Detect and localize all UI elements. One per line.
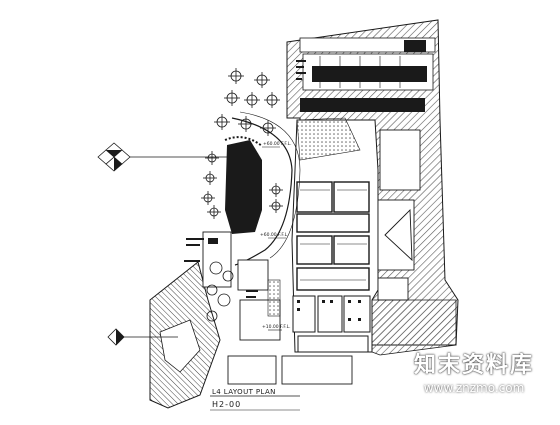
planters <box>206 261 234 322</box>
watermark: 知末资料库 www.znzmo.com <box>394 326 554 416</box>
dark-feature-block <box>225 140 262 234</box>
lift-details <box>300 189 367 281</box>
level-leaders <box>262 146 286 331</box>
dark-strip-lower <box>300 98 425 112</box>
plan-subtitle: H2-00 <box>212 400 241 409</box>
lower-right-hatch <box>371 299 457 356</box>
level-marker-lower <box>107 328 178 346</box>
level-label-1: +60.00 F.F.L. <box>263 141 292 147</box>
stair-dots <box>267 279 281 317</box>
level-marker-upper <box>97 142 240 172</box>
podium-room <box>159 319 201 373</box>
plan-title-block <box>210 395 300 411</box>
roof-band <box>299 37 436 53</box>
toilet-block <box>292 295 371 353</box>
stair-block <box>404 40 426 52</box>
lift-core <box>296 181 370 291</box>
level-label-2: +60.00 F.F.L. <box>260 232 289 238</box>
terrace-grid <box>319 56 401 88</box>
curved-walkway <box>231 117 293 266</box>
level-label-3: +10.00 F.F.L. <box>262 324 291 330</box>
fixtures <box>297 300 361 321</box>
plan-title: L4 LAYOUT PLAN <box>212 388 276 396</box>
dark-strip-upper <box>312 66 427 82</box>
watermark-brand: 知末资料库 <box>413 353 534 378</box>
east-rooms <box>377 129 421 301</box>
lobby-curve <box>296 117 361 161</box>
terrace-furniture <box>201 68 283 219</box>
watermark-url: www.znzmo.com <box>423 381 525 395</box>
lower-room-mark <box>208 238 218 244</box>
callout-ticks <box>184 60 306 298</box>
